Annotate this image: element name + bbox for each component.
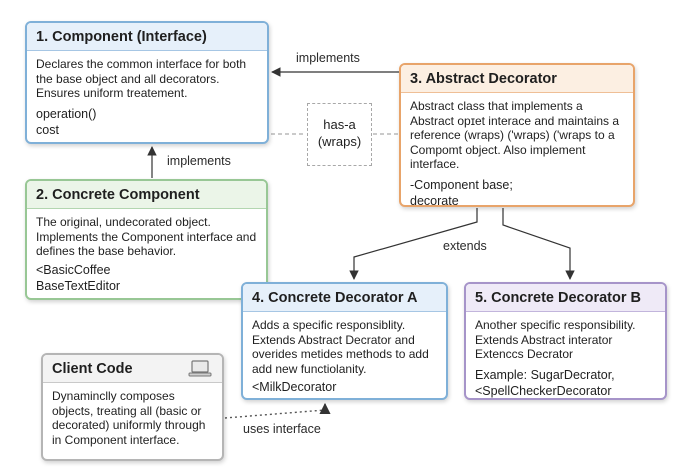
extends-arrow-b [502,208,575,280]
uses-interface-arrow [224,402,331,419]
extends-label: extends [443,239,487,253]
decorator-b-example-1: Example: SugarDecrator, [475,367,615,382]
component-title: 1. Component (Interface) [27,23,267,51]
client-code-box[interactable]: Client Code Dynaminclly composes objects… [41,353,224,461]
concrete-decorator-a-box[interactable]: 4. Concrete Decorator A Adds a specific … [241,282,448,400]
concrete-decorator-b-box[interactable]: 5. Concrete Decorator B Another specific… [464,282,667,400]
component-interface-box[interactable]: 1. Component (Interface) Declares the co… [25,21,269,144]
wraps-label: (wraps) [317,134,362,149]
decorator-b-description: Another specific responsibility. Extends… [475,318,636,361]
abstract-decorator-description: Abstract class that implements a Abstrac… [410,99,620,171]
abstract-decorator-box[interactable]: 3. Abstract Decorator Abstract class tha… [399,63,635,207]
abstract-decorator-member-base: -Component base; [410,177,513,192]
client-code-description: Dynaminclly composes objects, treating a… [52,389,206,447]
laptop-icon [188,360,212,377]
implements-top-label: implements [296,51,360,65]
decorator-b-example-2: <SpellCheckerDecorator [475,383,612,398]
decorator-a-description: Adds a specific responsiblity. Extends A… [252,318,429,376]
concrete-component-description: The original, undecorated object. Implem… [36,215,257,258]
decorator-a-title: 4. Concrete Decorator A [243,284,446,312]
concrete-component-box[interactable]: 2. Concrete Component The original, unde… [25,179,268,300]
implements-left-label: implements [167,154,231,168]
component-description: Declares the common interface for both t… [36,57,247,100]
abstract-decorator-member-decorate: decorate [410,193,459,207]
concrete-component-example-1: <BasicCoffee [36,262,111,277]
decorator-b-title: 5. Concrete Decorator B [466,284,665,312]
abstract-decorator-title: 3. Abstract Decorator [401,65,633,93]
extends-arrow-a [349,208,478,280]
uses-interface-label: uses interface [243,422,321,436]
decorator-a-example: <MilkDecorator [252,380,337,394]
component-method-cost: cost [36,122,59,137]
concrete-component-example-2: BaseTextEditor [36,278,121,293]
has-a-box: has-a (wraps) [307,103,372,166]
has-a-label: has-a [323,117,356,132]
concrete-component-title: 2. Concrete Component [27,181,266,209]
component-method-operation: operation() [36,106,97,121]
